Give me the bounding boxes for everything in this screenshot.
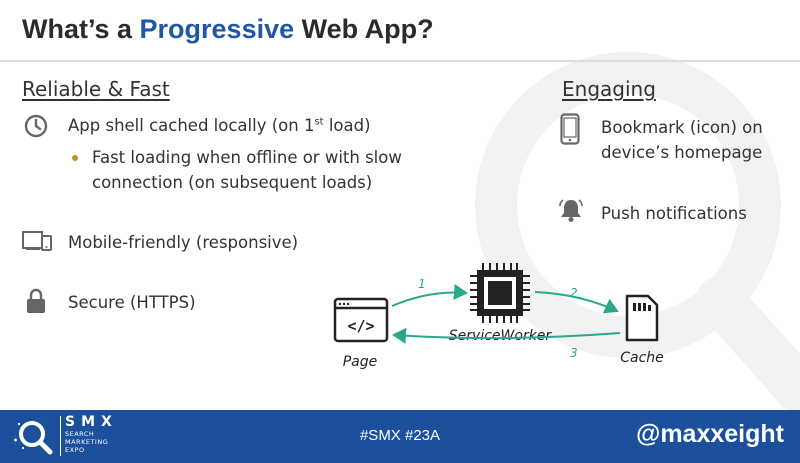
sd-card-icon — [625, 294, 659, 342]
smx-sub-3: EXPO — [65, 446, 85, 454]
bookmark-line2: device’s homepage — [601, 143, 763, 162]
lock-icon — [27, 288, 45, 313]
cache-label: Cache — [620, 350, 664, 366]
arrow-cache-to-page — [392, 327, 621, 344]
logo-divider — [60, 416, 61, 456]
step-2-label: 2 — [570, 286, 578, 300]
phone-icon — [560, 113, 580, 145]
twitter-handle: @maxxeight — [635, 420, 784, 448]
smx-sub-2: MARKETING — [65, 438, 109, 446]
smx-magnifier-logo-icon — [14, 421, 53, 455]
cpu-chip-icon — [470, 263, 530, 323]
smx-logo-text: SMX SEARCH MARKETING EXPO — [65, 414, 118, 454]
push-notifications-text: Push notifications — [601, 204, 747, 223]
app-shell-text-b: load) — [323, 116, 371, 135]
arrow-worker-to-cache — [534, 291, 619, 314]
title-divider — [0, 60, 800, 62]
devices-icon — [22, 231, 52, 251]
title-accent: Progressive — [139, 14, 295, 44]
app-shell-text-a: App shell cached locally (on 1 — [68, 116, 315, 135]
page-window-icon: </> — [333, 297, 389, 343]
title-prefix: What’s a — [22, 14, 140, 44]
worker-label: ServiceWorker — [449, 328, 553, 344]
bookmark-line1: Bookmark (icon) on — [601, 118, 763, 137]
fast-loading-line1: Fast loading when offline or with slow — [92, 148, 402, 167]
mobile-friendly-text: Mobile-friendly (responsive) — [68, 233, 299, 252]
app-shell-text: App shell cached locally (on 1st load) — [68, 113, 371, 138]
smx-letters: SMX — [65, 414, 118, 430]
page-code-glyph: </> — [347, 317, 374, 335]
hashtag-text: #SMX #23A — [359, 427, 441, 444]
engaging-heading: Engaging — [562, 77, 656, 101]
clock-icon — [24, 114, 48, 138]
step-1-label: 1 — [418, 277, 426, 291]
fast-loading-line2: connection (on subsequent loads) — [92, 173, 373, 192]
page-title: What’s a Progressive Web App? — [22, 14, 434, 45]
bullet-dot — [72, 155, 78, 161]
smx-sub-1: SEARCH — [65, 430, 95, 438]
title-suffix: Web App? — [294, 14, 434, 44]
arrow-page-to-worker — [391, 284, 468, 307]
bell-icon — [559, 199, 583, 222]
secure-text: Secure (HTTPS) — [68, 293, 196, 312]
app-shell-sup: st — [314, 116, 324, 128]
step-3-label: 3 — [570, 346, 578, 360]
reliable-fast-heading: Reliable & Fast — [22, 77, 170, 101]
page-label: Page — [343, 354, 378, 370]
footer-bar: SMX SEARCH MARKETING EXPO #SMX #23A @max… — [0, 410, 800, 463]
